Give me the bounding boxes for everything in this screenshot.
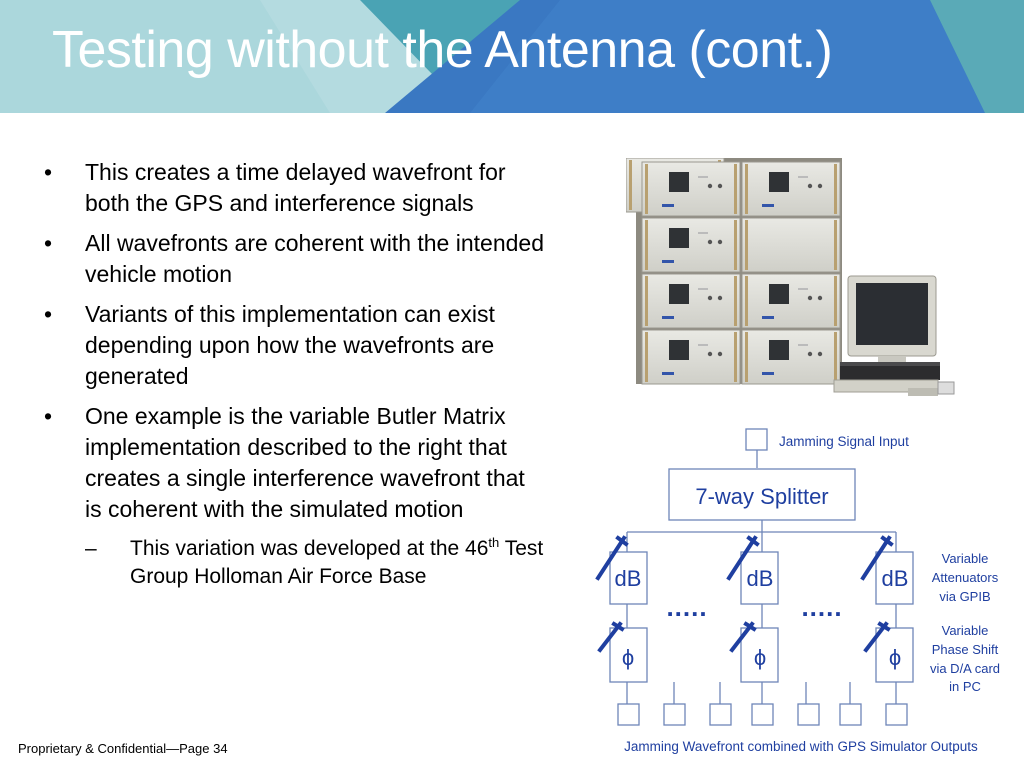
computer-workstation bbox=[833, 275, 955, 396]
phase-shifter-label-3: ϕ bbox=[889, 645, 901, 670]
bullet-list: • This creates a time delayed wavefront f… bbox=[44, 157, 544, 600]
phase-note-line-4: in PC bbox=[949, 679, 981, 694]
sub-bullet-superscript: th bbox=[488, 535, 500, 550]
sub-bullet-marker: – bbox=[85, 537, 97, 560]
sub-bullet-suffix: Test Group Holloman Air Force Base bbox=[130, 537, 544, 588]
attenuator-note-line-1: Variable bbox=[942, 551, 989, 566]
sub-bullet-prefix: This variation was developed at the 46 bbox=[130, 537, 489, 560]
equipment-photo bbox=[626, 158, 955, 396]
bullet-marker: • bbox=[44, 159, 53, 185]
bullet-item: • This creates a time delayed wavefront f… bbox=[44, 157, 544, 219]
footer-text: Proprietary & Confidential—Page 34 bbox=[18, 741, 228, 756]
bullet-item: • Variants of this implementation can exi… bbox=[44, 299, 544, 392]
bullet-text: This creates a time delayed wavefront fo… bbox=[85, 159, 506, 216]
bullet-text: One example is the variable Butler Matri… bbox=[85, 403, 525, 522]
phase-note-line-2: Phase Shift bbox=[932, 642, 999, 657]
attenuator-label-3: dB bbox=[882, 566, 909, 591]
sub-bullet-list: – This variation was developed at the 46t… bbox=[85, 535, 544, 591]
bullet-text: All wavefronts are coherent with the int… bbox=[85, 230, 544, 287]
bullet-item: • One example is the variable Butler Matr… bbox=[44, 401, 544, 591]
jamming-input-label: Jamming Signal Input bbox=[779, 434, 909, 449]
bullet-marker: • bbox=[44, 301, 53, 327]
phase-shifter-label-1: ϕ bbox=[622, 645, 634, 670]
phase-note-line-3: via D/A card bbox=[930, 661, 1000, 676]
bullet-item: • All wavefronts are coherent with the in… bbox=[44, 228, 544, 290]
phase-note-line-1: Variable bbox=[942, 623, 989, 638]
attenuator-note-line-2: Attenuators bbox=[932, 570, 999, 585]
variable-adjust-arrows bbox=[595, 535, 894, 653]
attenuator-label-1: dB bbox=[615, 566, 642, 591]
simulator-rack bbox=[626, 158, 842, 385]
connection-lines bbox=[609, 428, 914, 726]
ellipsis-left: ..... bbox=[666, 592, 707, 622]
attenuator-note-line-3: via GPIB bbox=[939, 589, 990, 604]
phase-shifter-label-2: ϕ bbox=[754, 645, 766, 670]
bullet-text: Variants of this implementation can exis… bbox=[85, 301, 495, 389]
splitter-label: 7-way Splitter bbox=[695, 484, 828, 509]
ellipsis-right: ..... bbox=[801, 592, 842, 622]
bullet-marker: • bbox=[44, 403, 53, 429]
output-label: Jamming Wavefront combined with GPS Simu… bbox=[624, 739, 978, 754]
attenuator-label-2: dB bbox=[747, 566, 774, 591]
butler-matrix-diagram: Jamming Signal Input 7-way Splitter dB d… bbox=[595, 428, 1000, 754]
slide-title: Testing without the Antenna (cont.) bbox=[52, 21, 833, 79]
sub-bullet-item: – This variation was developed at the 46t… bbox=[85, 535, 544, 591]
banner-background bbox=[0, 0, 1024, 113]
bullet-marker: • bbox=[44, 230, 53, 256]
title-banner: Testing without the Antenna (cont.) bbox=[0, 0, 1024, 113]
